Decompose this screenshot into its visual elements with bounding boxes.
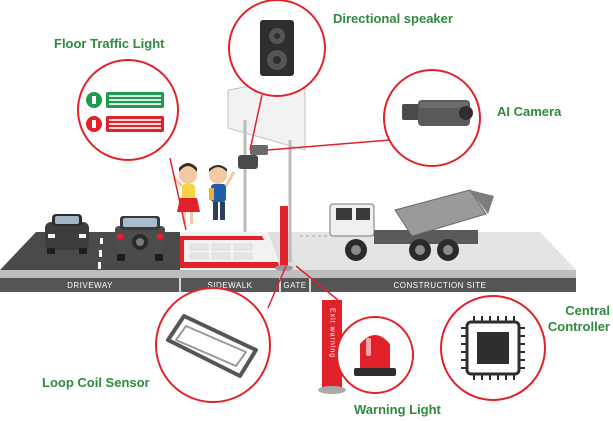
gate-pole — [275, 206, 293, 271]
beacon-icon — [354, 335, 396, 376]
connector-floor-light — [169, 157, 187, 231]
speaker-icon — [260, 20, 294, 76]
zone-bar: DRIVEWAY SIDEWALK GATE CONSTRUCTION SITE — [0, 278, 576, 292]
car-sedan — [45, 214, 89, 254]
callout-floor-traffic-light — [77, 59, 179, 161]
zone-construction-site: CONSTRUCTION SITE — [394, 281, 487, 290]
callout-central-controller — [440, 295, 546, 401]
label-floor-traffic-light: Floor Traffic Light — [54, 36, 165, 51]
callout-directional-speaker — [228, 0, 326, 97]
connector-warning-light — [295, 265, 339, 301]
camera-icon — [402, 100, 473, 126]
label-central: Central — [565, 303, 610, 318]
warning-light-pole: Exit warning — [318, 300, 346, 394]
sidewalk-floor-light — [180, 232, 282, 270]
chip-icon — [461, 316, 525, 380]
label-loop-coil-sensor: Loop Coil Sensor — [42, 375, 150, 390]
pole-text: Exit warning — [329, 308, 336, 358]
zone-driveway: DRIVEWAY — [67, 281, 113, 290]
zone-sidewalk: SIDEWALK — [207, 281, 252, 290]
label-directional-speaker: Directional speaker — [333, 11, 453, 26]
zone-gate: GATE — [283, 281, 306, 290]
label-ai-camera: AI Camera — [497, 104, 562, 119]
callout-loop-coil-sensor — [155, 287, 271, 403]
car-suv — [115, 216, 165, 261]
connector-loop-coil — [267, 265, 287, 309]
child-boy — [209, 165, 236, 220]
connector-lines — [169, 94, 391, 309]
label-controller: Controller — [547, 319, 610, 334]
connector-speaker — [249, 94, 263, 151]
label-warning-light: Warning Light — [354, 402, 441, 417]
callout-warning-light — [336, 316, 414, 394]
loop-coil-icon — [166, 314, 258, 378]
mixer-truck — [329, 189, 494, 261]
callout-ai-camera — [383, 69, 481, 167]
connector-camera — [267, 139, 391, 151]
